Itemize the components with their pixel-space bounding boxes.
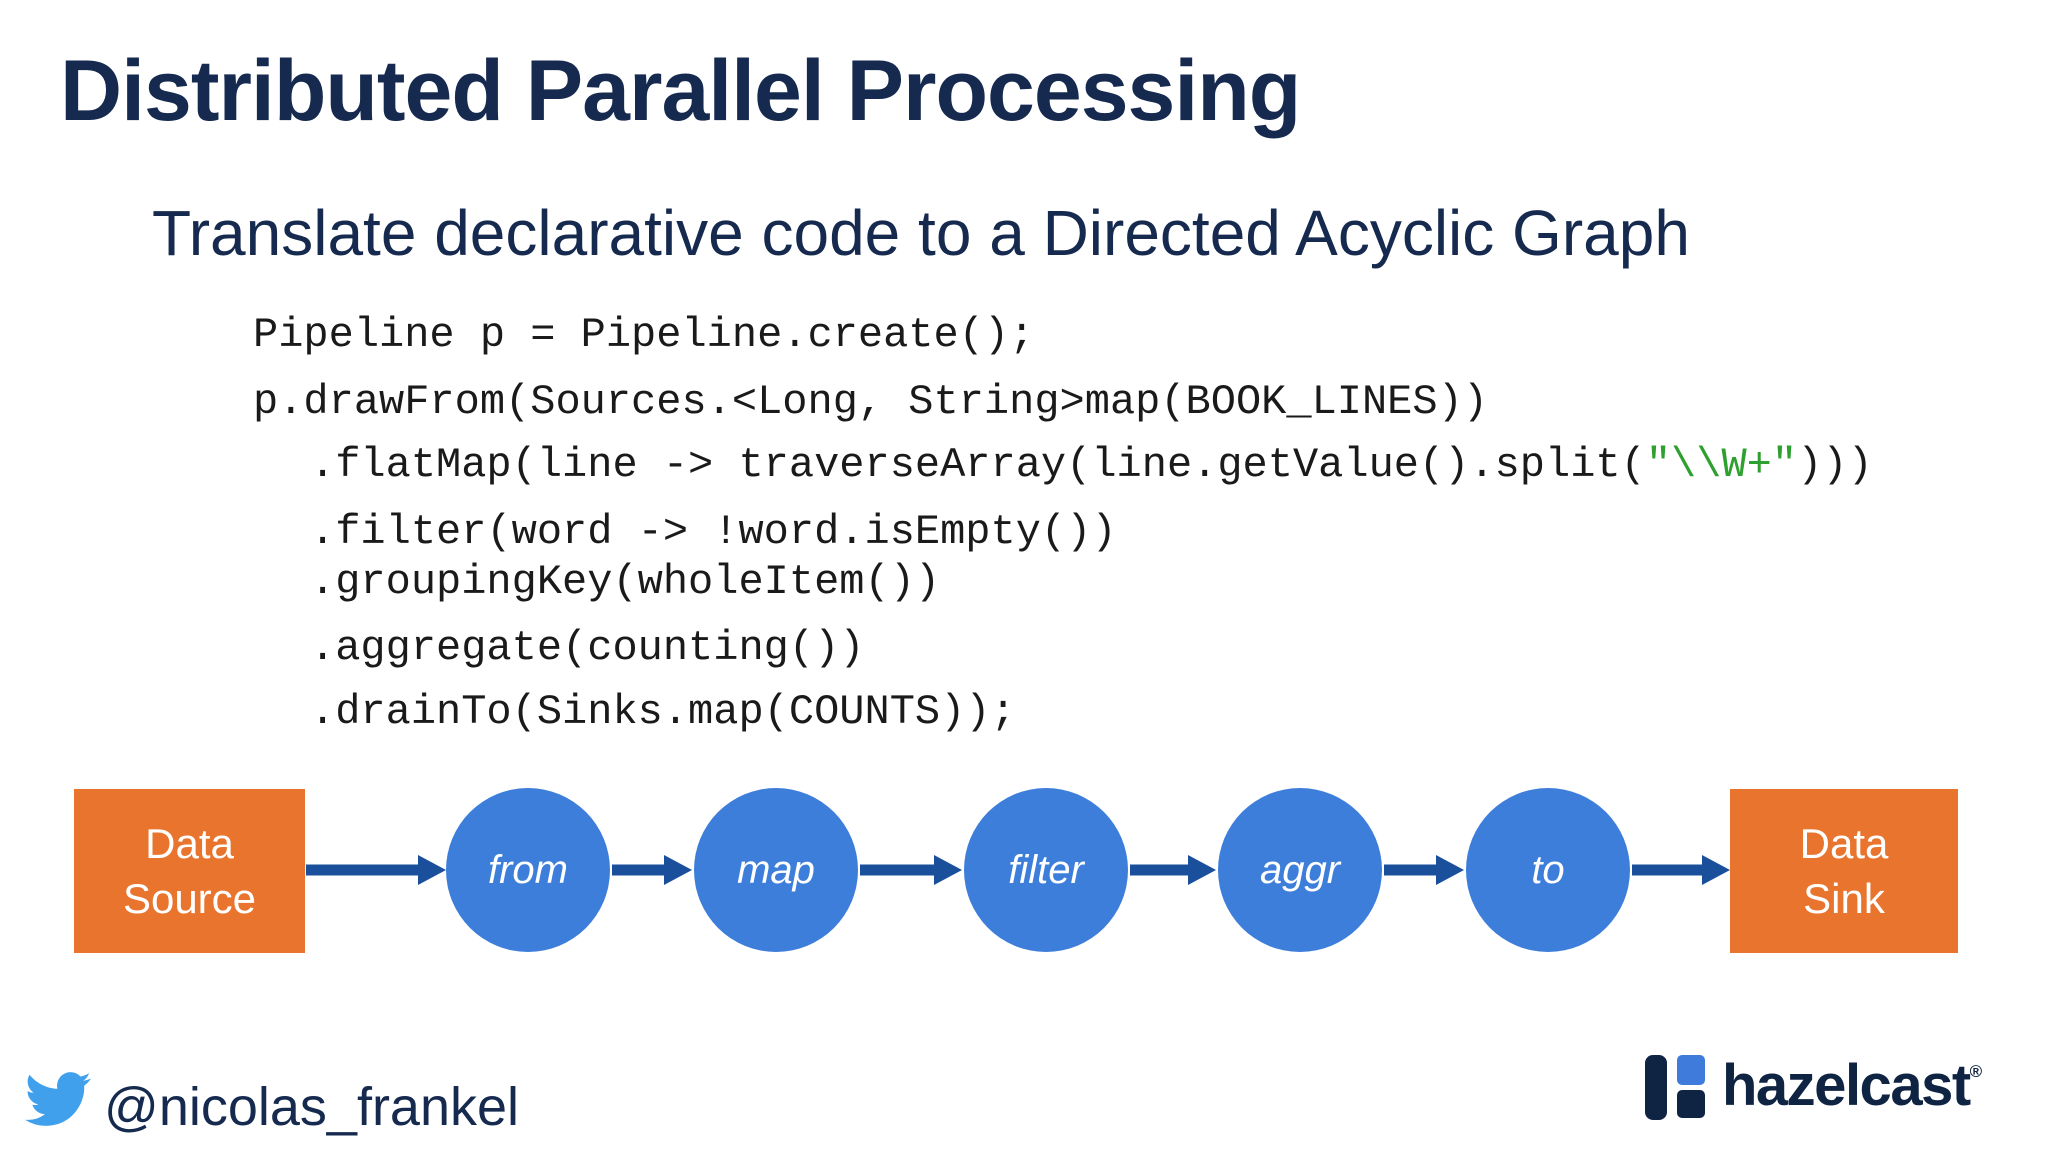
code-line-3-post: ))) [1797, 441, 1873, 489]
logo-bar [1645, 1055, 1667, 1120]
logo-square-dark [1677, 1090, 1705, 1118]
registered-mark: ® [1969, 1062, 1983, 1081]
logo-square-blue [1677, 1055, 1705, 1085]
dag-node-aggr: aggr [1218, 788, 1382, 952]
flow-arrow [1632, 855, 1730, 885]
code-line-4: .filter(word -> !word.isEmpty()) [310, 508, 1117, 556]
code-line-1: Pipeline p = Pipeline.create(); [253, 311, 1035, 359]
dag-node-map: map [694, 788, 858, 952]
code-line-3-pre: .flatMap(line -> traverseArray(line.getV… [310, 441, 1646, 489]
page-title: Distributed Parallel Processing [60, 43, 1301, 139]
dag-node-to: to [1466, 788, 1630, 952]
data-source-box: Data Source [74, 789, 305, 953]
flow-arrow [860, 855, 962, 885]
dag-node-from: from [446, 788, 610, 952]
flow-arrow [306, 855, 446, 885]
string-literal: "\\W+" [1645, 441, 1798, 489]
slide-subtitle: Translate declarative code to a Directed… [152, 197, 1690, 269]
flow-arrow [1130, 855, 1216, 885]
code-line-5: .groupingKey(wholeItem()) [310, 558, 941, 606]
hazelcast-logo-mark-icon [1645, 1055, 1705, 1120]
code-line-2: p.drawFrom(Sources.<Long, String>map(BOO… [253, 378, 1489, 426]
flow-arrow [1384, 855, 1464, 885]
hazelcast-logo-text: hazelcast® [1722, 1052, 1982, 1119]
code-block: Pipeline p = Pipeline.create(); p.drawFr… [253, 310, 1873, 737]
flow-arrow [612, 855, 692, 885]
data-sink-box: Data Sink [1730, 789, 1958, 953]
logo-wordmark: hazelcast [1722, 1053, 1971, 1118]
twitter-icon [25, 1072, 91, 1126]
twitter-handle: @nicolas_frankel [104, 1077, 520, 1137]
code-line-3: .flatMap(line -> traverseArray(line.getV… [253, 440, 1873, 490]
dag-node-filter: filter [964, 788, 1128, 952]
code-line-7: .drainTo(Sinks.map(COUNTS)); [310, 688, 1016, 736]
code-line-6: .aggregate(counting()) [310, 624, 865, 672]
